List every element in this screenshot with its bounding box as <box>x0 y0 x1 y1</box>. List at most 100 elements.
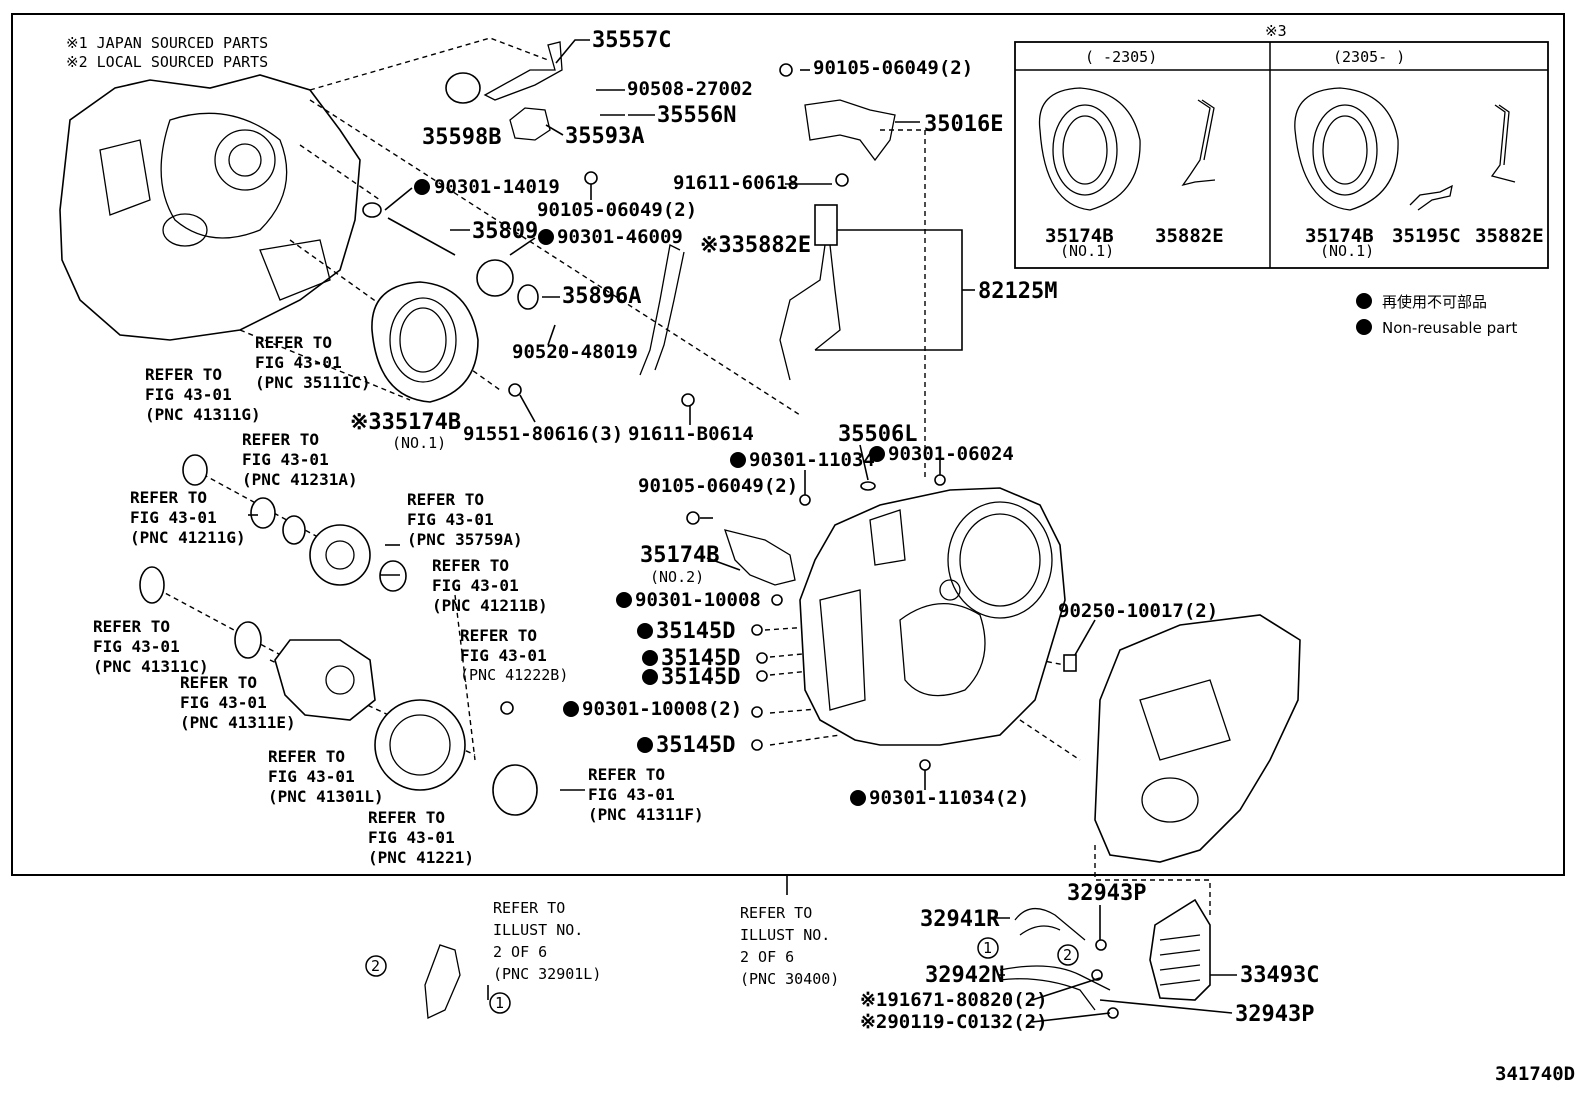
non-reusable-dot-icon <box>414 179 430 195</box>
refer-41231A: REFER TO FIG 43-01 (PNC 41231A) <box>242 430 358 489</box>
label-90119-C0132: ※290119-C0132(2) <box>860 1011 1048 1033</box>
svg-text:(PNC 41211G): (PNC 41211G) <box>130 528 246 547</box>
label-90301-10008: 90301-10008 <box>635 589 761 611</box>
non-reusable-dot-icon <box>637 623 653 639</box>
inset-mark: ※3 <box>1265 22 1287 40</box>
svg-text:(PNC 41301L): (PNC 41301L) <box>268 787 384 806</box>
label-35174B-no1: (NO.1) <box>392 434 446 452</box>
svg-text:REFER TO: REFER TO <box>242 430 319 449</box>
inset-right-sub: (NO.1) <box>1320 242 1374 260</box>
callout-2-icon <box>365 955 387 977</box>
svg-text:1: 1 <box>983 939 992 957</box>
label-35016E: 35016E <box>924 112 1003 137</box>
non-reusable-dot-icon <box>563 701 579 717</box>
note-local-sourced: ※2 LOCAL SOURCED PARTS <box>66 53 268 71</box>
inset-box: ※3 ( -2305) (2305- ) 35174B (NO.1) 35882… <box>1014 22 1549 269</box>
svg-text:(PNC 41211B): (PNC 41211B) <box>432 596 548 615</box>
bracket-35557C-icon <box>483 41 563 101</box>
svg-text:REFER TO: REFER TO <box>588 765 665 784</box>
inset-left-part-2: 35882E <box>1155 225 1224 247</box>
inset-left-header: ( -2305) <box>1085 48 1157 66</box>
inset-bracket-right-icon <box>1409 184 1453 211</box>
svg-text:FIG 43-01: FIG 43-01 <box>93 637 180 656</box>
refer-41222B: REFER TO FIG 43-01 (PNC 41222B) <box>460 626 568 684</box>
svg-text:FIG 43-01: FIG 43-01 <box>432 576 519 595</box>
label-90105-a: 90105-06049(2) <box>537 199 697 221</box>
svg-text:(PNC 41311C): (PNC 41311C) <box>93 657 209 676</box>
svg-text:2 OF 6: 2 OF 6 <box>740 948 794 966</box>
refer-41211G: REFER TO FIG 43-01 (PNC 41211G) <box>130 488 246 547</box>
label-91611-60618: 91611-60618 <box>673 172 799 194</box>
non-reusable-dot-icon <box>637 737 653 753</box>
refer-41311F: REFER TO FIG 43-01 (PNC 41311F) <box>588 765 704 824</box>
cover-35016E-icon <box>804 99 896 162</box>
svg-text:(PNC 35759A): (PNC 35759A) <box>407 530 523 549</box>
label-90301-10008-2: 90301-10008(2) <box>582 698 742 720</box>
svg-text:REFER TO: REFER TO <box>93 617 170 636</box>
label-90105-b: 90105-06049(2) <box>813 57 973 79</box>
svg-text:1: 1 <box>495 994 504 1012</box>
svg-text:REFER TO: REFER TO <box>180 673 257 692</box>
svg-text:REFER TO: REFER TO <box>432 556 509 575</box>
svg-text:2 OF 6: 2 OF 6 <box>493 943 547 961</box>
differential-case-icon <box>274 639 376 721</box>
svg-text:REFER TO: REFER TO <box>130 488 207 507</box>
svg-text:REFER TO: REFER TO <box>145 365 222 384</box>
svg-text:REFER TO: REFER TO <box>368 808 445 827</box>
label-35174B-main: ※335174B <box>350 410 461 435</box>
svg-text:(PNC 32901L): (PNC 32901L) <box>493 965 601 983</box>
transmission-case-icon <box>799 487 1066 746</box>
inset-pipe-left-icon <box>1181 99 1216 187</box>
svg-text:REFER TO: REFER TO <box>255 333 332 352</box>
non-reusable-dot-icon <box>616 592 632 608</box>
refer-41301L: REFER TO FIG 43-01 (PNC 41301L) <box>268 747 384 806</box>
oil-cooler-33493C-icon <box>1149 898 1211 1001</box>
legend-dot-icon-2 <box>1356 319 1372 335</box>
label-35598B: 35598B <box>422 125 501 150</box>
cover-35174B-no2-icon <box>724 529 796 586</box>
label-35896A: 35896A <box>562 284 641 309</box>
label-35145D-3: 35145D <box>661 665 740 690</box>
label-35145D-2: 35145D <box>661 646 740 671</box>
label-32943P-bot: 32943P <box>1235 1002 1314 1027</box>
inset-right-part-2: 35195C <box>1392 225 1461 247</box>
svg-text:(PNC 41231A): (PNC 41231A) <box>242 470 358 489</box>
svg-text:ILLUST NO.: ILLUST NO. <box>493 921 583 939</box>
label-90301-14019: 90301-14019 <box>434 176 560 198</box>
svg-text:REFER TO: REFER TO <box>407 490 484 509</box>
fastener-icons <box>362 63 1119 1019</box>
label-35882E: ※335882E <box>700 233 811 258</box>
svg-text:FIG 43-01: FIG 43-01 <box>145 385 232 404</box>
refer-41211B: REFER TO FIG 43-01 (PNC 41211B) <box>432 556 548 615</box>
refer-32901L: REFER TO ILLUST NO. 2 OF 6 (PNC 32901L) <box>493 899 601 983</box>
inset-right-part-3: 35882E <box>1475 225 1544 247</box>
svg-text:FIG 43-01: FIG 43-01 <box>242 450 329 469</box>
callout-1-icon <box>489 992 511 1014</box>
case-cover-icon <box>1094 614 1301 863</box>
label-35174B-2: 35174B <box>640 543 719 568</box>
label-90250-10017: 90250-10017(2) <box>1058 600 1218 622</box>
label-35593A: 35593A <box>565 124 644 149</box>
legend-jp: 再使用不可部品 <box>1382 293 1487 311</box>
label-90301-46009: 90301-46009 <box>557 226 683 248</box>
label-32943P-top: 32943P <box>1067 881 1146 906</box>
svg-text:REFER TO: REFER TO <box>740 904 812 922</box>
inset-seal-left-icon <box>1038 87 1141 211</box>
part-labels: 35557C 90508-27002 35556N 35598B 35593A … <box>350 28 1575 1085</box>
label-90301-11034: 90301-11034 <box>749 449 875 471</box>
inset-left-sub: (NO.1) <box>1060 242 1114 260</box>
label-90508-27002: 90508-27002 <box>627 78 753 100</box>
refer-41311G: REFER TO FIG 43-01 (PNC 41311G) <box>145 365 261 424</box>
leader-lines <box>248 39 1237 1023</box>
svg-text:REFER TO: REFER TO <box>268 747 345 766</box>
wire-harness-82125M-icon <box>779 204 841 381</box>
non-reusable-dot-icon <box>642 669 658 685</box>
oil-pipe-35882E-icon <box>639 244 685 376</box>
inset-left-part-1: 35174B <box>1045 225 1114 247</box>
label-35506L: 35506L <box>838 422 917 447</box>
inset-right-part-1: 35174B <box>1305 225 1374 247</box>
svg-text:FIG 43-01: FIG 43-01 <box>268 767 355 786</box>
refer-30400: REFER TO ILLUST NO. 2 OF 6 (PNC 30400) <box>740 904 839 988</box>
label-35145D-4: 35145D <box>656 733 735 758</box>
